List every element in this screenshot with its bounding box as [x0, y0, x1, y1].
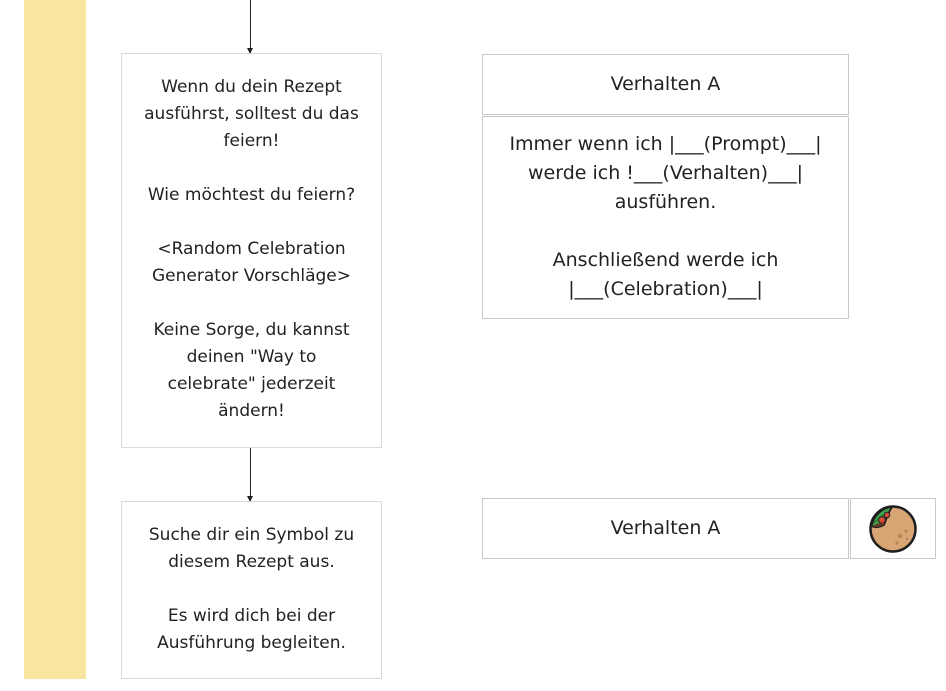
paragraph: Suche dir ein Symbol zu diesem Rezept au…	[148, 525, 355, 572]
paragraph: Keine Sorge, du kannst deinen "Way to ce…	[153, 320, 350, 421]
paragraph: Wenn du dein Rezept ausführst, solltest …	[144, 77, 359, 151]
preview-top-text: Immer wenn ich |___(Prompt)___| werde ic…	[493, 130, 838, 304]
swimlane-bar	[24, 0, 86, 679]
preview-top-header: Verhalten A	[482, 54, 849, 115]
preview-bottom-title: Verhalten A	[610, 517, 721, 539]
step-symbol-text: Suche dir ein Symbol zu diesem Rezept au…	[139, 522, 365, 657]
step-symbol: Suche dir ein Symbol zu diesem Rezept au…	[121, 501, 382, 679]
flow-arrow-in	[247, 0, 253, 54]
paragraph: <Random Celebration Generator Vorschläge…	[151, 239, 352, 286]
preview-top-body: Immer wenn ich |___(Prompt)___| werde ic…	[482, 116, 849, 319]
step-celebration: Wenn du dein Rezept ausführst, solltest …	[121, 53, 382, 448]
preview-top-title: Verhalten A	[610, 73, 721, 95]
paragraph: Anschließend werde ich |___(Celebration)…	[552, 249, 779, 300]
preview-bottom-header: Verhalten A	[482, 498, 849, 559]
paragraph: Wie möchtest du feiern?	[147, 185, 356, 205]
step-celebration-text: Wenn du dein Rezept ausführst, solltest …	[136, 74, 368, 425]
paragraph: Immer wenn ich |___(Prompt)___| werde ic…	[509, 133, 822, 213]
symbol-slot[interactable]	[850, 498, 936, 559]
paragraph: Es wird dich bei der Ausführung begleite…	[157, 606, 346, 653]
flow-arrow-mid	[247, 448, 253, 502]
burrito-icon	[869, 504, 917, 553]
